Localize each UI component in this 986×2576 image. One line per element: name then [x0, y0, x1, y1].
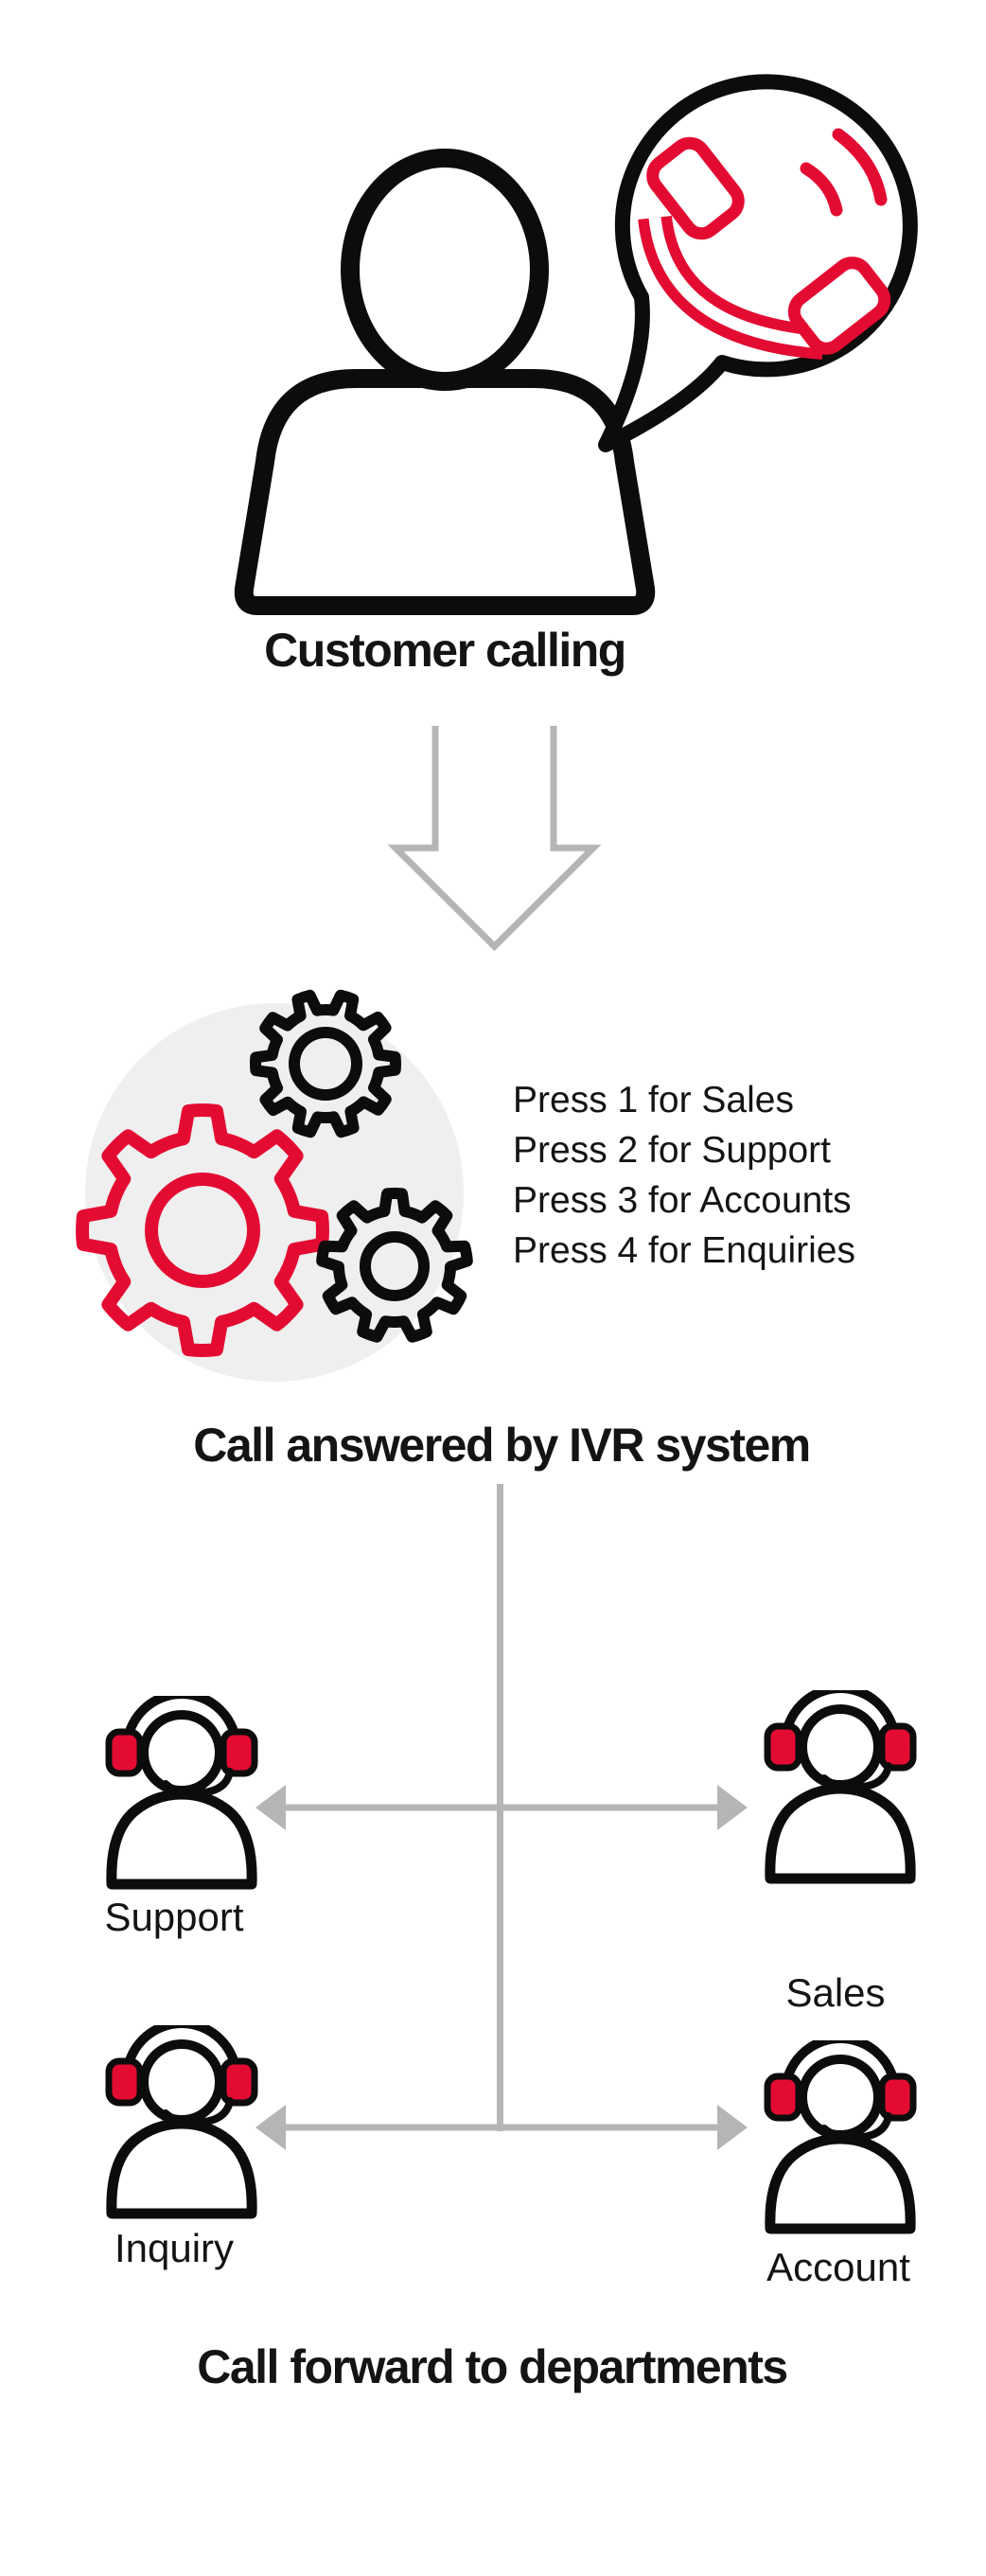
customer-step-label: Customer calling [264, 624, 626, 677]
double-headed-arrow-top [255, 1785, 748, 1830]
ivr-menu: Press 1 for Sales Press 2 for Support Pr… [513, 1075, 855, 1276]
customer-calling-illustration [234, 74, 918, 615]
person-outline-icon [234, 149, 656, 615]
down-arrow-icon [387, 726, 602, 951]
forward-step-label: Call forward to departments [197, 2340, 788, 2393]
large-red-gear-icon [76, 1103, 329, 1357]
ivr-menu-option-2: Press 2 for Support [513, 1130, 831, 1171]
agent-label-support: Support [104, 1895, 244, 1939]
small-gear-top-icon [250, 989, 401, 1138]
double-headed-arrow-bottom [255, 2105, 748, 2150]
ivr-menu-option-4: Press 4 for Enquiries [513, 1230, 855, 1271]
headset-agent-icon-sales [755, 1690, 925, 1884]
agent-label-account: Account [766, 2245, 910, 2289]
ivr-menu-option-1: Press 1 for Sales [513, 1080, 794, 1120]
ivr-menu-option-3: Press 3 for Accounts [513, 1180, 852, 1221]
ivr-step-label: Call answered by IVR system [193, 1419, 811, 1472]
agent-label-inquiry: Inquiry [114, 2226, 235, 2270]
headset-agent-icon-support [97, 1696, 267, 1890]
phone-handset-icon [638, 128, 891, 360]
agent-label-sales: Sales [785, 1970, 886, 2015]
headset-agent-icon-account [755, 2040, 925, 2234]
headset-agent-icon-inquiry [97, 2025, 267, 2219]
gears-icon [76, 989, 473, 1382]
small-gear-bottom-icon [316, 1187, 473, 1343]
